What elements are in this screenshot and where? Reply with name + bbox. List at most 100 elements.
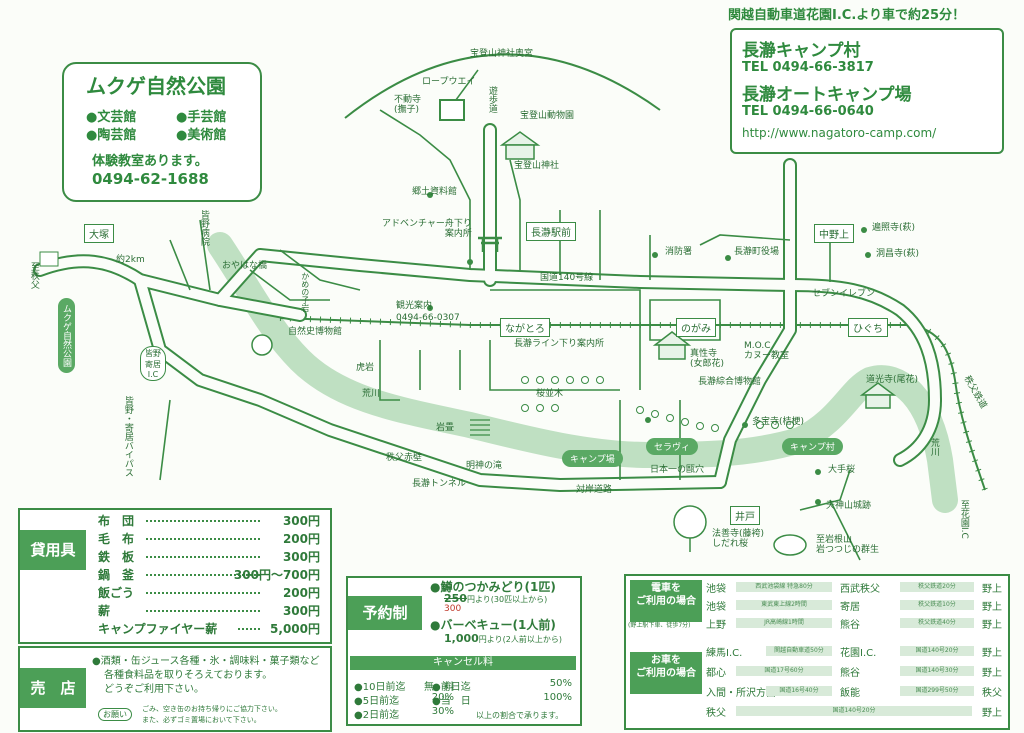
rental-tag: 貸用具 [20, 530, 86, 570]
route-segment-2: 秩父鉄道10分 [900, 600, 974, 610]
label-dokoji: 道光寺(尾花) [866, 375, 919, 385]
label-ooyamazakura: 大手桜 [828, 465, 856, 475]
label-taigan-road: 対岸道路 [576, 485, 613, 495]
label-chichibu-sekiheki: 秩父赤壁 [386, 453, 423, 463]
label-line-kudari: 長瀞ライン下り案内所 [514, 339, 605, 349]
route-from: 池袋 [706, 602, 726, 613]
shop-line-2: 各種食料品を取りそろえております。 [104, 670, 273, 681]
route-segment-1: 西武池袋線 特急80分 [736, 582, 832, 592]
bullet: ● [354, 696, 363, 707]
cancel-when: 前日迄 [440, 682, 471, 693]
bullet: ● [176, 128, 188, 143]
train-tag: 電車を ご利用の場合 [630, 580, 702, 622]
facility-2: 手芸館 [187, 110, 227, 125]
rental-item-price: 5,000円 [270, 622, 320, 636]
label-fudoji: 不動寺 (撫子) [394, 95, 422, 115]
route-from: 秩父 [706, 708, 726, 719]
cancel-when: 5日前迄 [362, 696, 400, 707]
shop-note-tag: お願い [98, 708, 132, 721]
bullet: ● [430, 580, 441, 594]
camp-name-1: 長瀞キャンプ村 [742, 41, 861, 61]
label-natural-history-museum: 自然史博物館 [288, 327, 343, 337]
label-route-140: 国道140号線 [540, 273, 594, 283]
route-to: 野上 [982, 668, 1002, 679]
label-tenjinyama-castle: 天神山城跡 [826, 501, 872, 511]
cancel-fee: 無 料 [424, 682, 454, 693]
route-to: 野上 [982, 602, 1002, 613]
marker-camp-mura: キャンプ村 [782, 438, 843, 455]
cancel-when: 10日前迄 [362, 682, 406, 693]
route-segment-1: 国道17号60分 [736, 666, 832, 676]
rental-item-name: キャンプファイヤー薪 [98, 622, 218, 636]
route-via: 花園I.C. [840, 648, 877, 659]
label-doshoji: 洞昌寺(萩) [876, 249, 920, 259]
label-adventure: アドベンチャー舟下り 案内所 [382, 219, 472, 239]
route-via: 西武秩父 [840, 584, 880, 595]
route-to: 野上 [982, 584, 1002, 595]
place-otsuka: 大塚 [84, 224, 114, 243]
dotted-leader [146, 520, 260, 522]
camp-name-2: 長瀞オートキャンプ場 [742, 85, 912, 105]
label-nagatoro-tunnel: 長瀞トンネル [412, 479, 466, 489]
route-segment-1: 関越自動車道50分 [766, 646, 832, 656]
label-to-chichibu: 至秩父 [28, 262, 39, 289]
cancel-fee: 20% [431, 692, 454, 703]
camp-url[interactable]: http://www.nagatoro-camp.com/ [742, 126, 937, 140]
route-segment-2: 秩父鉄道40分 [900, 618, 974, 628]
reserve-price-2-note: 円より(2人前以上から) [478, 635, 562, 644]
route-to: 野上 [982, 620, 1002, 631]
rental-item-name: 薪 [98, 604, 111, 618]
reserve-price-1-new: 300 [444, 604, 462, 614]
label-hozenji: 法善寺(藤袴) しだれ桜 [712, 529, 765, 549]
rental-item-name: 鍋 釜 [98, 568, 135, 582]
dotted-leader [146, 574, 260, 576]
route-via: 熊谷 [840, 620, 860, 631]
car-tag: お車を ご利用の場合 [630, 652, 702, 694]
route-segment-1: 国道16号40分 [766, 686, 832, 696]
camp-tel-2: TEL 0494-66-0640 [742, 104, 874, 119]
mukuge-park-box: ムクゲ自然公園 ●文芸館 ●手芸館 ●陶芸館 ●美術館 体験教室あります。 04… [62, 62, 262, 202]
label-iwane: 至岩根山 岩つつじの群生 [816, 535, 880, 555]
shop-line-1: ●酒類・缶ジュース各種・氷・調味料・菓子類など [92, 656, 320, 667]
reserve-price-1-old: 250 [444, 592, 467, 605]
shop-note-1: ごみ、空き缶のお持ち帰りにご協力下さい。 [142, 705, 282, 713]
label-nihon-ichi-pothole: 日本一の甌穴 [650, 465, 705, 475]
label-minano-bypass: 皆野・寄居バイパス [122, 396, 133, 477]
label-to-hanazono-ic: 至花園I.C [958, 500, 969, 539]
cancel-fee: 100% [543, 692, 572, 703]
station-higuchi: ひぐち [848, 318, 888, 337]
bullet: ● [176, 110, 188, 125]
route-via: 熊谷 [840, 668, 860, 679]
label-shobosho: 消防署 [665, 247, 693, 257]
reservation-tag: 予約制 [348, 596, 422, 630]
cancel-fee: 30% [431, 706, 454, 717]
label-myojin-falls: 明神の滝 [466, 461, 503, 471]
cancel-when: 2日前迄 [362, 710, 400, 721]
route-from: 練馬I.C. [706, 648, 743, 659]
label-seven-eleven: セブンイレブン [812, 289, 876, 299]
route-via: 飯能 [840, 688, 860, 699]
rental-item-price: 300円 [282, 550, 320, 564]
shop-note-2: また、必ずゴミ置場において下さい。 [142, 716, 261, 724]
rental-item-price: 200円 [282, 586, 320, 600]
shop-tag: 売 店 [20, 668, 86, 708]
access-note: 関越自動車道花園I.C.より車で約25分！ [728, 8, 966, 23]
mukuge-tel: 0494-62-1688 [92, 170, 209, 188]
mukuge-park-marker: ムクゲ自然公園 [58, 298, 75, 373]
station-nagatoro-mae: 長瀞駅前 [526, 222, 576, 241]
route-segment-1: 東武東上線2時間 [736, 600, 832, 610]
reserve-item-2: バーベキュー(1人前) [440, 618, 556, 632]
dotted-leader [146, 556, 260, 558]
label-hodosan-oku: 宝登山神社奥宮 [470, 49, 534, 59]
reserve-price-2: 1,000 [444, 632, 479, 645]
label-zoo: 宝登山動物園 [520, 111, 575, 121]
marker-camp-jo: キャンプ場 [562, 450, 623, 467]
camp-info-box: 長瀞キャンプ村 TEL 0494-66-3817 長瀞オートキャンプ場 TEL … [730, 28, 1004, 154]
dotted-leader [146, 538, 260, 540]
cancel-note: 以上の割合で承ります。 [476, 711, 564, 720]
dotted-leader [146, 610, 260, 612]
mukuge-workshop: 体験教室あります。 [92, 154, 208, 169]
